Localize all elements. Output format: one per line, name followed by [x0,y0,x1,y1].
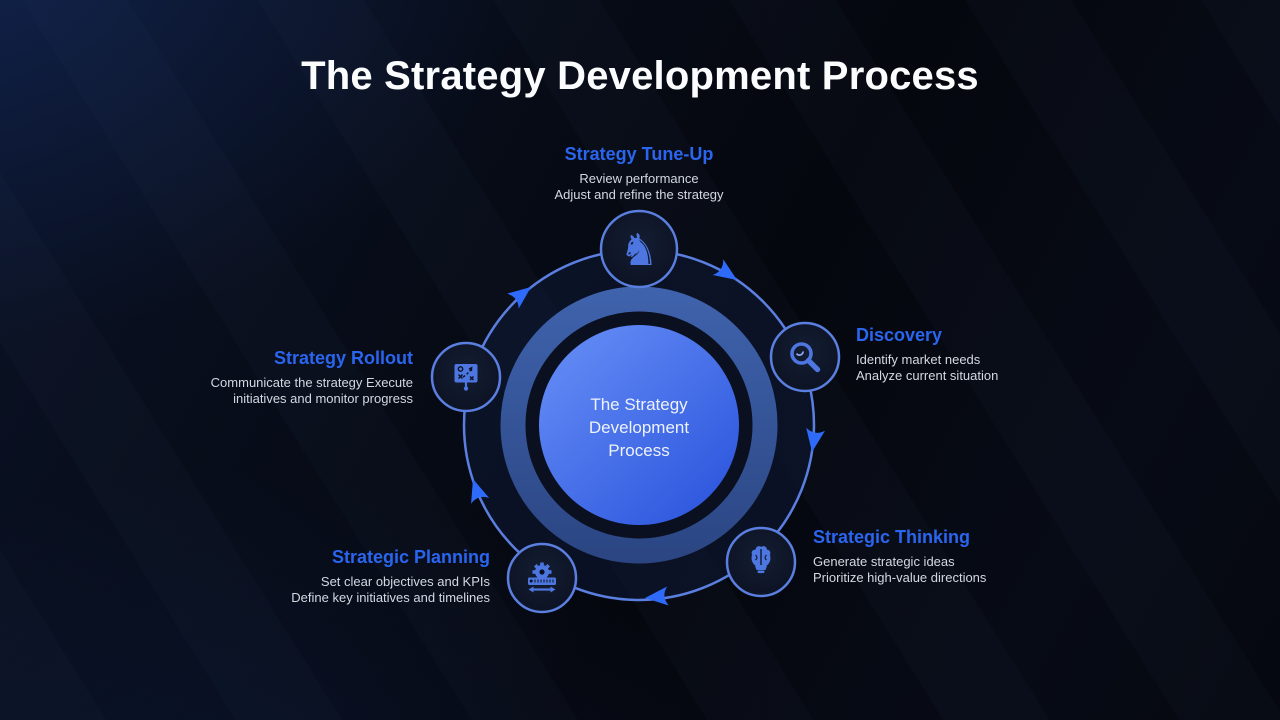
cycle-arrows [471,259,825,606]
tactics-board-icon [454,364,478,391]
arrow-bottom [645,586,669,606]
arrow-top-left [507,287,531,309]
step-label-strategy-rollout: Strategy Rollout Communicate the strateg… [113,348,413,407]
dark-gap-ring [525,311,753,539]
node-discovery [769,321,841,393]
step-heading: Strategic Planning [331,547,490,567]
arrow-left [471,479,490,504]
step-desc-line: Adjust and refine the strategy [554,187,724,202]
step-heading: Discovery [856,325,943,345]
step-label-strategic-planning: Strategic Planning Set clear objectives … [190,547,490,606]
step-desc-line: Communicate the strategy Execute [210,375,413,390]
brain-bulb-icon [751,546,771,574]
gear-ruler-icon [528,562,556,593]
step-heading: Strategy Rollout [273,348,413,368]
step-desc-line: initiatives and monitor progress [233,391,413,406]
step-label-discovery: Discovery Identify market needs Analyze … [856,325,1106,384]
arrow-top-right [712,259,737,280]
node-strategic-thinking [725,526,797,598]
step-heading: Strategy Tune-Up [564,144,714,164]
donut-ring [500,286,778,564]
step-label-strategy-tune-up: Strategy Tune-Up Review performance Adju… [439,144,839,203]
step-desc-line: Identify market needs [856,352,981,367]
page-title: The Strategy Development Process [301,54,979,98]
arrow-right [806,427,825,452]
step-desc-line: Define key initiatives and timelines [291,590,490,605]
step-desc-line: Generate strategic ideas [813,554,955,569]
step-desc-line: Prioritize high-value directions [813,570,987,585]
magnifier-icon [790,342,821,373]
chess-knight-icon: ♞ [619,225,658,276]
node-strategy-tune-up: ♞ [599,209,679,289]
step-heading: Strategic Thinking [813,527,971,547]
node-strategy-rollout [430,341,502,413]
center-circle [539,325,739,525]
step-desc-line: Review performance [579,171,699,186]
node-strategic-planning [506,542,578,614]
step-desc-line: Analyze current situation [856,368,999,383]
center-label: The Strategy Development Process [588,394,690,460]
step-desc-line: Set clear objectives and KPIs [320,574,490,589]
step-label-strategic-thinking: Strategic Thinking Generate strategic id… [813,527,1073,586]
